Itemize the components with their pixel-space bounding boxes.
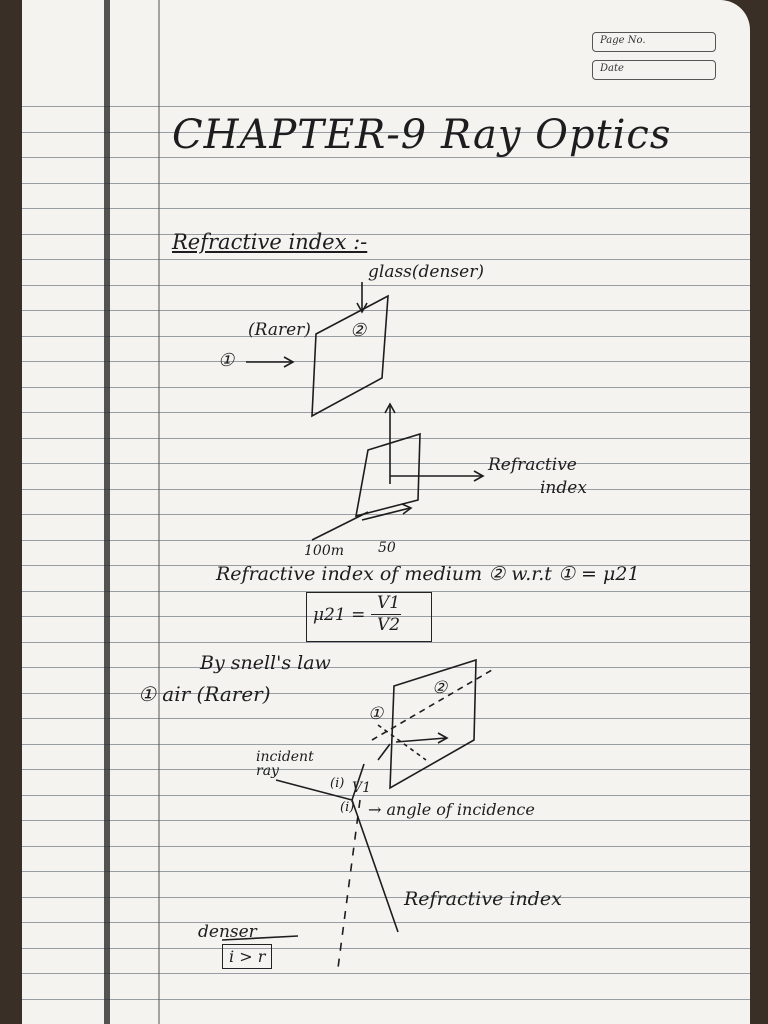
refractive-label-line2: index bbox=[540, 478, 587, 498]
ruled-line bbox=[22, 820, 750, 821]
refractive-label-line1: Refractive bbox=[488, 455, 577, 475]
ruled-line bbox=[22, 795, 750, 796]
ruled-line bbox=[22, 361, 750, 362]
glass-slab bbox=[311, 294, 389, 418]
ruled-line bbox=[22, 438, 750, 439]
ruled-line bbox=[22, 642, 750, 643]
ruled-line bbox=[22, 106, 750, 107]
slab-2 bbox=[354, 432, 421, 518]
formula-numerator: V1 bbox=[377, 593, 401, 613]
inequality-box: i > r bbox=[222, 944, 273, 969]
snell-heading: By snell's law bbox=[200, 652, 331, 674]
normal-line bbox=[371, 669, 493, 741]
ruled-line bbox=[22, 616, 750, 617]
dashed-normal bbox=[337, 799, 361, 969]
ruled-line bbox=[22, 973, 750, 974]
incident-ray-line bbox=[275, 779, 399, 933]
left-value: 100m bbox=[304, 543, 344, 559]
ruled-line bbox=[22, 591, 750, 592]
ruled-line bbox=[22, 693, 750, 694]
snell-num2: ② bbox=[432, 678, 448, 698]
definition-text: Refractive index of medium ② w.r.t ① = μ… bbox=[216, 563, 640, 585]
ruled-line bbox=[22, 208, 750, 209]
medium1-air: ① air (Rarer) bbox=[138, 682, 271, 706]
snell-num1: ① bbox=[368, 704, 384, 724]
incident-ray-label: incident ray bbox=[256, 749, 314, 779]
ruled-line bbox=[22, 922, 750, 923]
ruled-line bbox=[22, 565, 750, 566]
ruled-line bbox=[22, 846, 750, 847]
bottom-ray bbox=[311, 511, 369, 541]
i-mark-lower: (i) bbox=[340, 800, 355, 815]
ruled-line bbox=[22, 234, 750, 235]
formula-box: μ21 = V1 V2 bbox=[306, 592, 432, 642]
denser-label: denser bbox=[198, 922, 257, 942]
section-heading: Refractive index :- bbox=[172, 230, 368, 254]
snell-slab bbox=[389, 658, 477, 790]
formula-lhs: μ21 = bbox=[313, 605, 366, 625]
ruled-line bbox=[22, 667, 750, 668]
ruled-line bbox=[22, 259, 750, 260]
rarer-label: (Rarer) bbox=[248, 320, 311, 340]
ruled-line bbox=[22, 871, 750, 872]
formula-denominator: V2 bbox=[377, 615, 401, 635]
refracted-arrow bbox=[395, 737, 447, 743]
date-box bbox=[592, 60, 716, 80]
ruled-line bbox=[22, 336, 750, 337]
margin-binding-line bbox=[104, 0, 110, 1024]
fraction-bar bbox=[371, 614, 401, 615]
ruled-line bbox=[22, 463, 750, 464]
angle-of-incidence-label: → angle of incidence bbox=[368, 800, 535, 819]
ruled-line bbox=[22, 285, 750, 286]
i-mark: (i) bbox=[330, 776, 345, 791]
ruled-line bbox=[22, 157, 750, 158]
glass-label: glass(denser) bbox=[368, 262, 484, 282]
ruled-line bbox=[22, 387, 750, 388]
diagram-drawings bbox=[221, 282, 493, 969]
right-value: 50 bbox=[378, 540, 396, 556]
ruled-line bbox=[22, 769, 750, 770]
ruled-line bbox=[22, 540, 750, 541]
ruled-line bbox=[22, 948, 750, 949]
medium2-number: ② bbox=[350, 320, 367, 341]
ruled-line bbox=[22, 183, 750, 184]
ruled-line bbox=[22, 718, 750, 719]
page-title: CHAPTER-9 Ray Optics bbox=[172, 112, 672, 158]
ruled-line bbox=[22, 999, 750, 1000]
page-no-box bbox=[592, 32, 716, 52]
refractive-index-label: Refractive index bbox=[404, 888, 562, 910]
ruled-line bbox=[22, 132, 750, 133]
ruled-line bbox=[22, 489, 750, 490]
page-no-label: Page No. bbox=[600, 35, 646, 46]
ruled-line bbox=[22, 744, 750, 745]
notebook-page: Page No. Date CHAPTER-9 Ray Optics Refra… bbox=[22, 0, 750, 1024]
medium1-number: ① bbox=[218, 350, 235, 371]
margin-line bbox=[158, 0, 160, 1024]
date-label: Date bbox=[600, 63, 624, 74]
ruled-line bbox=[22, 310, 750, 311]
